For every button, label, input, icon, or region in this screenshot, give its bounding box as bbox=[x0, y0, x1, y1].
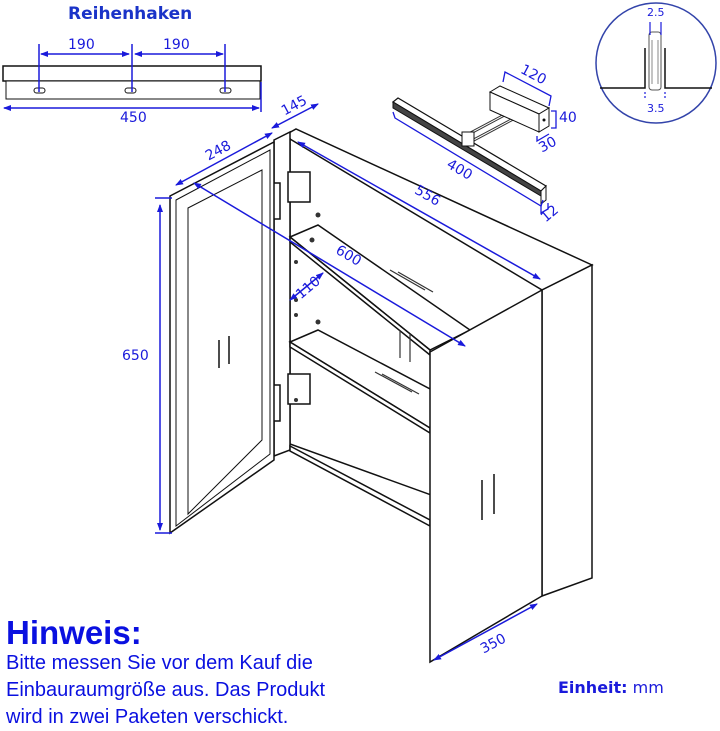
note-block: Hinweis: Bitte messen Sie vor dem Kauf d… bbox=[6, 616, 325, 731]
unit-info: Einheit: mm bbox=[558, 678, 664, 697]
detail-circle bbox=[595, 2, 717, 124]
right-door bbox=[429, 288, 543, 664]
unit-value: mm bbox=[632, 678, 664, 697]
cabinet-dim-height: 650 bbox=[122, 348, 149, 364]
detail-dim-top: 2.5 bbox=[647, 6, 665, 19]
rail-dim-right: 190 bbox=[163, 37, 190, 53]
cabinet-dimensions bbox=[155, 103, 541, 661]
rail-title: Reihenhaken bbox=[68, 4, 193, 24]
rail-dim-total: 450 bbox=[120, 110, 147, 126]
unit-label: Einheit: bbox=[558, 678, 628, 697]
rail-dim-left: 190 bbox=[68, 37, 95, 53]
note-line-3: wird in zwei Paketen verschickt. bbox=[6, 706, 289, 728]
detail-dim-bottom: 3.5 bbox=[647, 102, 665, 115]
note-line-1: Bitte messen Sie vor dem Kauf die bbox=[6, 652, 313, 674]
lamp-dim-base-height: 40 bbox=[559, 110, 577, 126]
note-line-2: Einbauraumgröße aus. Das Produkt bbox=[6, 679, 326, 701]
note-heading: Hinweis: bbox=[6, 614, 142, 651]
rail-drawing bbox=[2, 44, 262, 112]
